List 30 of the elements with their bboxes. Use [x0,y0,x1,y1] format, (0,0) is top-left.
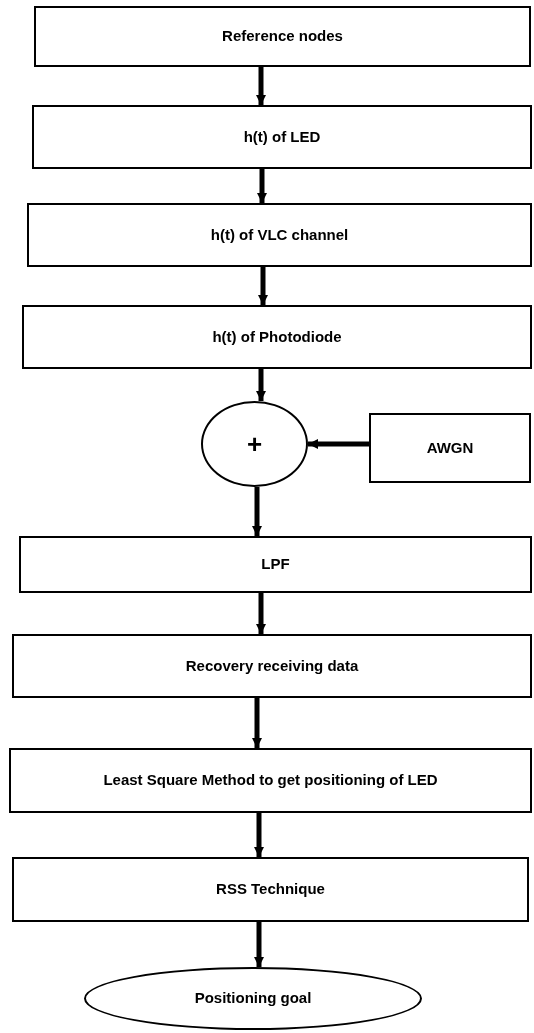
process-box [32,105,532,169]
arrow [258,267,268,305]
arrow [254,813,264,857]
node-label: Recovery receiving data [185,656,359,676]
process-box [34,6,531,67]
arrow [257,169,267,203]
arrow [256,67,266,105]
arrow [256,369,266,401]
node-label: h(t) of Photodiode [212,327,342,347]
node-label: RSS Technique [216,880,325,899]
process-box [369,413,531,483]
process-box [19,536,532,593]
node-label: h(t) of VLC channel [210,225,349,245]
process-box [12,857,529,922]
node-label: + [246,431,263,457]
node-label: h(t) of LED [243,127,321,147]
node-label: Reference nodes [222,27,343,46]
arrow [252,698,262,748]
process-box [12,634,532,698]
arrow [252,487,262,536]
node-label: Positioning goal [194,989,312,1008]
node-label: AWGN [426,438,474,458]
node-label: Least Square Method to get positioning of LED [103,771,438,790]
arrow [254,922,264,967]
node-label: LPF [261,555,290,574]
process-box [22,305,532,369]
arrow [256,593,266,634]
process-box [9,748,532,813]
process-box [27,203,532,267]
arrow [308,439,369,449]
